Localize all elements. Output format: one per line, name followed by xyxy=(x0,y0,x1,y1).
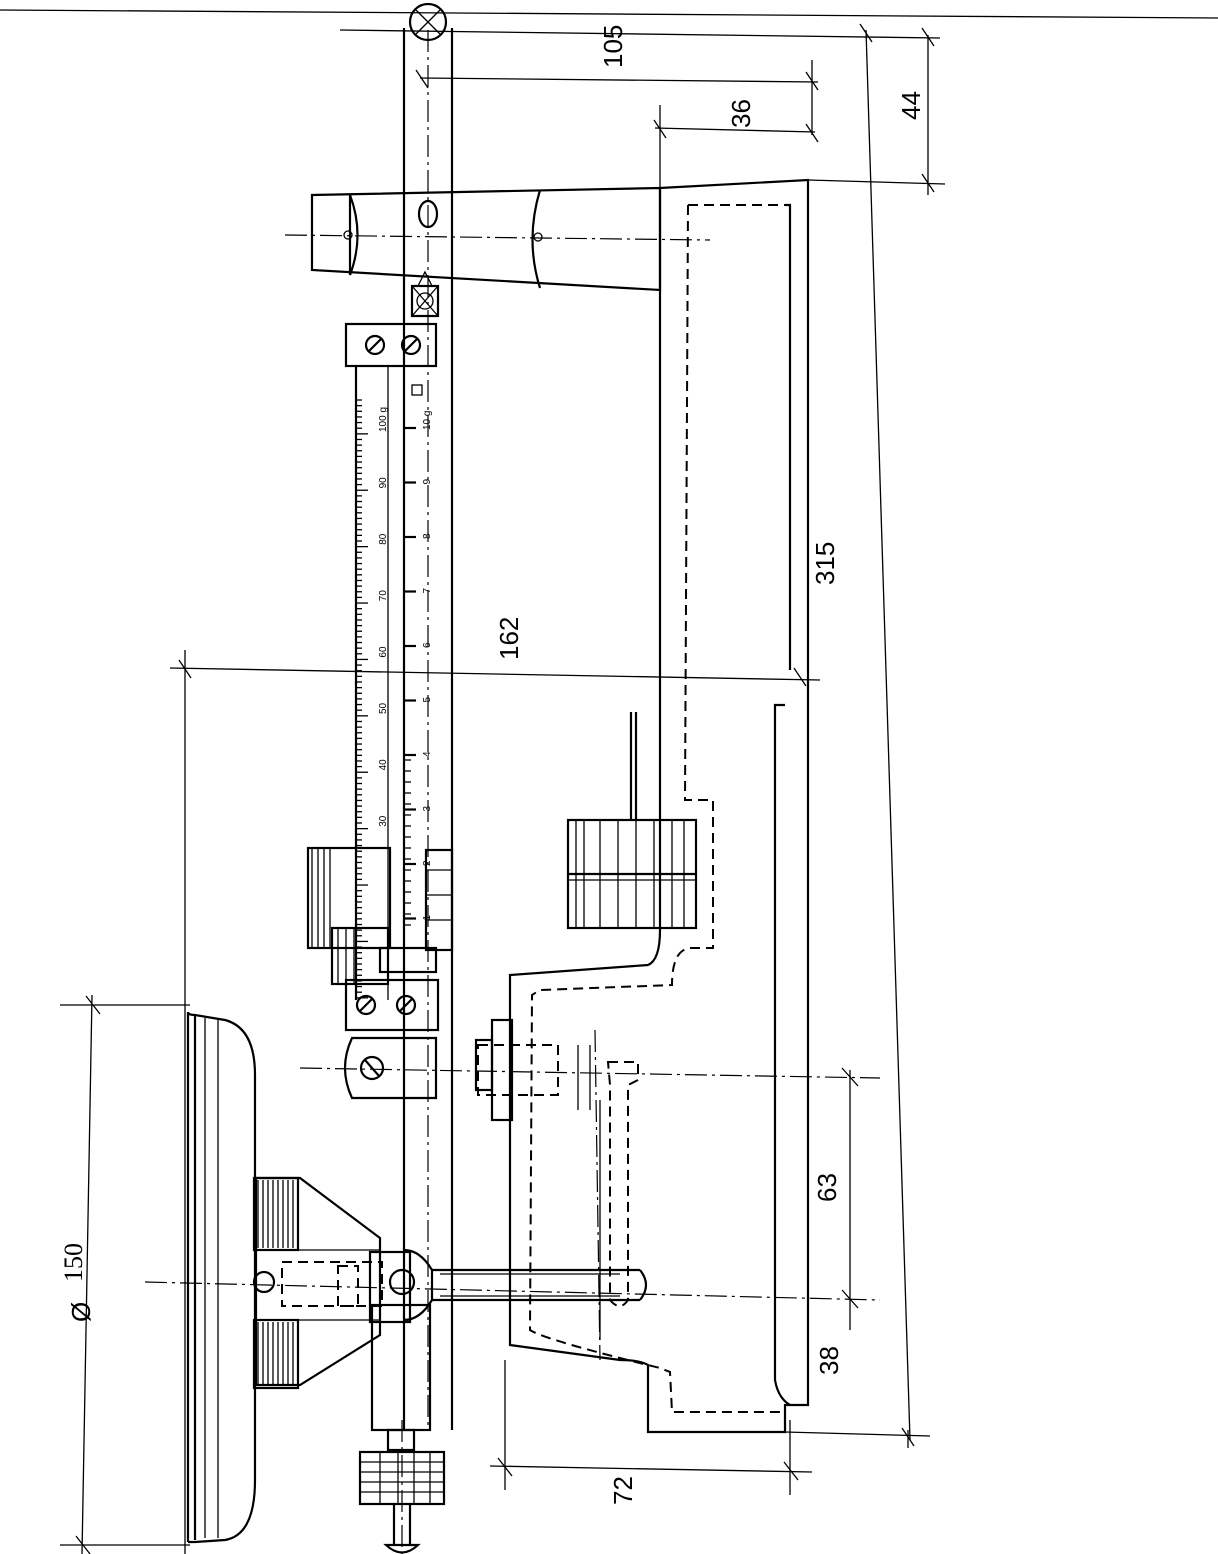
dim-label-162: 162 xyxy=(494,617,524,660)
upper-scale-label: 70 xyxy=(378,590,389,602)
lower-scale-label: 1 xyxy=(422,915,433,921)
upper-scale-label: 30 xyxy=(378,815,389,827)
lower-scale-label: 2 xyxy=(422,860,433,866)
dimension-diameter-150 xyxy=(60,994,190,1554)
dimension-36 xyxy=(653,105,819,190)
upper-scale-bar: 100 g 90 80 70 60 50 40 30 xyxy=(354,366,389,1000)
lower-scale-label: 10 g xyxy=(422,411,433,430)
dim-label-diameter-symbol: Ø xyxy=(66,1302,96,1322)
hidden-pin-mechanism xyxy=(477,1029,639,1361)
lower-scale-label: 4 xyxy=(422,751,433,757)
upper-scale-label: 90 xyxy=(378,477,389,489)
sheet-border-line xyxy=(0,9,1218,19)
lower-scale-label: 9 xyxy=(422,479,433,485)
lower-scale-label: 6 xyxy=(422,642,433,648)
upper-scale-label: 40 xyxy=(378,759,389,771)
lower-scale-label: 8 xyxy=(422,533,433,539)
dimension-63 xyxy=(841,1067,859,1330)
upper-scale-label: 80 xyxy=(378,533,389,545)
pan-stem xyxy=(144,1248,881,1324)
adjustment-screw xyxy=(358,1303,446,1554)
sliding-rider xyxy=(306,846,454,986)
knife-edge xyxy=(410,270,440,318)
dim-label-72: 72 xyxy=(608,1476,638,1505)
balance-beam xyxy=(402,2,454,1430)
dim-label-105: 105 xyxy=(598,25,628,68)
lower-scale-label: 5 xyxy=(422,697,433,703)
scale-bracket-bottom xyxy=(344,978,440,1032)
dimension-105 xyxy=(415,60,819,135)
counterweight-stack xyxy=(566,712,698,930)
upper-scale-label: 100 g xyxy=(378,407,389,432)
lower-scale-label: 7 xyxy=(422,588,433,594)
dim-label-44: 44 xyxy=(896,91,926,120)
dim-label-315: 315 xyxy=(810,542,840,585)
balance-base xyxy=(508,178,810,1434)
dimension-162 xyxy=(169,650,821,1554)
upper-scale-label: 60 xyxy=(378,646,389,658)
dimension-44 xyxy=(339,27,946,195)
upper-scale-label: 50 xyxy=(378,702,389,714)
lower-scale-bar: 10 g 9 8 7 6 5 4 3 2 1 xyxy=(404,384,433,926)
scale-bracket-top xyxy=(344,322,438,368)
dim-label-36: 36 xyxy=(726,99,756,128)
dimension-72 xyxy=(489,1360,813,1495)
pivot-block xyxy=(284,186,711,292)
dimension-315 xyxy=(784,23,931,1447)
weighing-pan xyxy=(186,1011,257,1544)
lower-scale-label: 3 xyxy=(422,806,433,812)
pan-holder-cone xyxy=(252,1176,382,1390)
dim-label-diameter-value: 150 xyxy=(59,1243,88,1282)
dim-label-63: 63 xyxy=(812,1173,842,1202)
dim-label-38: 38 xyxy=(814,1346,844,1375)
